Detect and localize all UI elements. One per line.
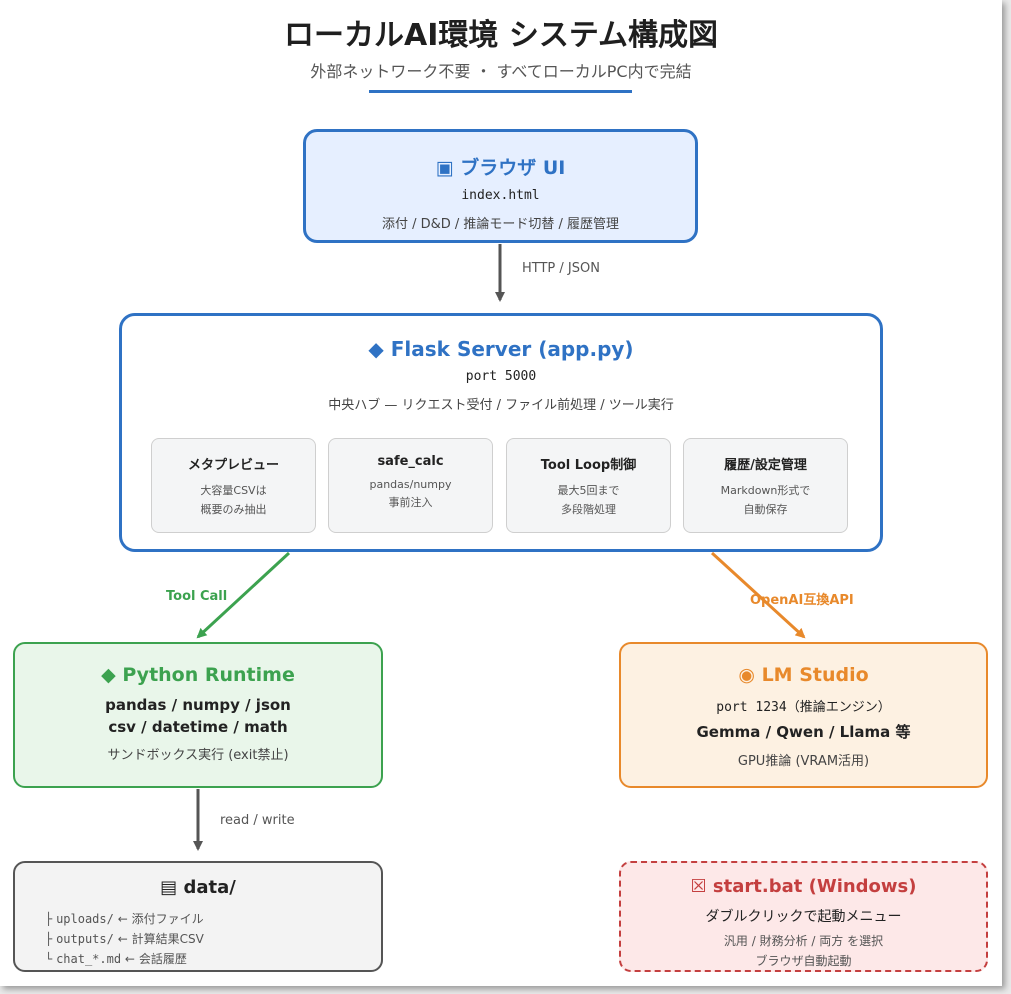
module-tool-loop: Tool Loop制御 最大5回まで 多段階処理 [506, 438, 671, 533]
page-subtitle: 外部ネットワーク不要 ・ すべてローカルPC内で完結 [310, 62, 692, 81]
python-runtime-desc: サンドボックス実行 (exit禁止) [107, 748, 289, 763]
data-folder-tree: ├ uploads/ ← 添付ファイル ├ outputs/ ← 計算結果CSV… [45, 909, 204, 969]
flask-server-heading: ◆ Flask Server (app.py) [122, 337, 880, 361]
arrow-flask-to-python [196, 551, 291, 639]
browser-ui-node: ▣ ブラウザ UI index.html 添付 / D&D / 推論モード切替 … [303, 129, 698, 243]
lm-studio-desc: GPU推論 (VRAM活用) [737, 754, 870, 769]
module-line: 多段階処理 [561, 503, 616, 516]
label-read-write: read / write [220, 813, 295, 828]
python-runtime-heading: ◆ Python Runtime [15, 664, 381, 686]
flask-server-title: Flask Server (app.py) [390, 337, 634, 361]
start-bat-title: start.bat (Windows) [712, 876, 917, 897]
data-folder-node: ▤ data/ ├ uploads/ ← 添付ファイル ├ outputs/ ←… [13, 861, 383, 972]
module-line: 概要のみ抽出 [200, 503, 267, 516]
module-title: メタプレビュー [187, 458, 279, 473]
browser-ui-desc: 添付 / D&D / 推論モード切替 / 履歴管理 [381, 217, 620, 232]
tree-row: ├ outputs/ ← 計算結果CSV [45, 932, 204, 946]
start-bat-heading: ☒ start.bat (Windows) [621, 876, 986, 897]
browser-window-icon: ▣ [435, 157, 454, 179]
arrow-flask-to-lmstudio [710, 551, 806, 639]
module-line: 大容量CSVは [200, 484, 267, 497]
data-folder-title: data/ [183, 877, 236, 898]
title-underline [369, 90, 632, 93]
browser-ui-heading: ▣ ブラウザ UI [306, 153, 695, 180]
lm-studio-port: port 1234（推論エンジン） [716, 700, 891, 715]
module-line: Markdown形式で [720, 484, 811, 497]
module-title: 履歴/設定管理 [724, 458, 807, 473]
diamond-icon: ◆ [368, 337, 384, 361]
lm-studio-heading: ◉ LM Studio [621, 664, 986, 686]
start-bat-line2: 汎用 / 財務分析 / 両方 を選択 [723, 934, 884, 948]
page-title: ローカルAI環境 システム構成図 [284, 18, 718, 53]
tree-row: └ chat_*.md ← 会話履歴 [45, 952, 187, 966]
python-runtime-node: ◆ Python Runtime pandas / numpy / json c… [13, 642, 383, 788]
module-line: 最大5回まで [557, 484, 620, 497]
browser-ui-title: ブラウザ UI [460, 157, 566, 179]
tree-row: ├ uploads/ ← 添付ファイル [45, 912, 204, 926]
python-runtime-title: Python Runtime [122, 664, 295, 686]
module-meta-preview: メタプレビュー 大容量CSVは 概要のみ抽出 [151, 438, 316, 533]
python-libs-line1: pandas / numpy / json [105, 696, 291, 714]
lm-studio-node: ◉ LM Studio port 1234（推論エンジン） Gemma / Qw… [619, 642, 988, 788]
batch-file-icon: ☒ [690, 876, 707, 897]
data-folder-heading: ▤ data/ [15, 877, 381, 898]
browser-ui-file: index.html [461, 188, 540, 203]
label-openai-api: OpenAI互換API [750, 593, 854, 608]
flask-server-port: port 5000 [465, 369, 537, 384]
folder-icon: ▤ [160, 877, 178, 898]
module-line: 事前注入 [388, 496, 433, 509]
diamond-icon: ◆ [101, 664, 116, 686]
lm-studio-title: LM Studio [761, 664, 869, 686]
start-bat-node: ☒ start.bat (Windows) ダブルクリックで起動メニュー 汎用 … [619, 861, 988, 972]
start-bat-line1: ダブルクリックで起動メニュー [705, 909, 902, 925]
lm-studio-models: Gemma / Qwen / Llama 等 [696, 723, 911, 741]
python-libs-line2: csv / datetime / math [108, 718, 288, 736]
flask-server-desc: 中央ハブ — リクエスト受付 / ファイル前処理 / ツール実行 [328, 398, 674, 413]
module-history-settings: 履歴/設定管理 Markdown形式で 自動保存 [683, 438, 848, 533]
module-line: pandas/numpy [369, 478, 452, 491]
module-line: 自動保存 [743, 503, 788, 516]
module-title: safe_calc [377, 454, 444, 469]
label-tool-call: Tool Call [166, 589, 228, 604]
target-circle-icon: ◉ [738, 664, 755, 686]
module-safe-calc: safe_calc pandas/numpy 事前注入 [328, 438, 493, 533]
start-bat-line3: ブラウザ自動起動 [755, 954, 852, 968]
module-title: Tool Loop制御 [540, 458, 637, 473]
label-http-json: HTTP / JSON [522, 261, 600, 276]
